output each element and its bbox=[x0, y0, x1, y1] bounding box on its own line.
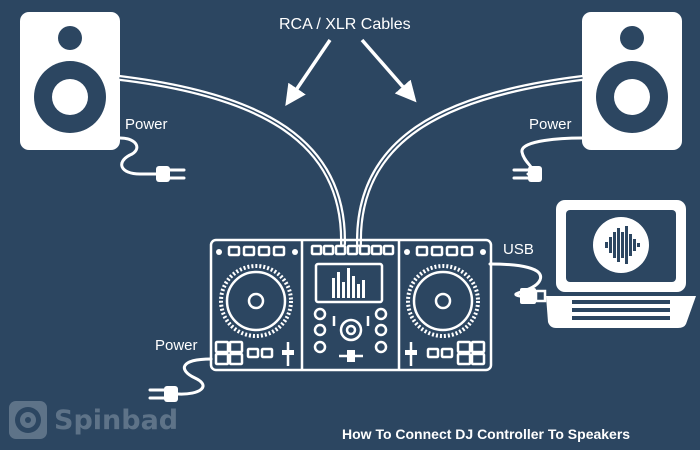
controller-power-label: Power bbox=[155, 337, 198, 354]
audio-cables bbox=[117, 75, 585, 247]
right-power-label: Power bbox=[529, 116, 572, 133]
vinyl-record-icon bbox=[593, 217, 649, 273]
left-speaker-icon bbox=[20, 12, 120, 150]
controller-power-cord-icon bbox=[148, 357, 213, 402]
arrow-icon bbox=[285, 38, 417, 106]
watermark-text: Spinbad bbox=[54, 404, 179, 436]
left-power-cord-icon bbox=[118, 136, 186, 182]
usb-cable-icon bbox=[488, 262, 547, 304]
left-power-label: Power bbox=[125, 116, 168, 133]
right-speaker-icon bbox=[582, 12, 682, 150]
right-power-cord-icon bbox=[512, 136, 584, 182]
cables-label: RCA / XLR Cables bbox=[279, 16, 411, 33]
dj-controller-icon bbox=[209, 238, 493, 372]
diagram-caption: How To Connect DJ Controller To Speakers bbox=[342, 426, 631, 442]
usb-label: USB bbox=[503, 241, 534, 258]
spinbad-logo-icon bbox=[9, 401, 47, 439]
watermark: Spinbad bbox=[8, 400, 178, 440]
